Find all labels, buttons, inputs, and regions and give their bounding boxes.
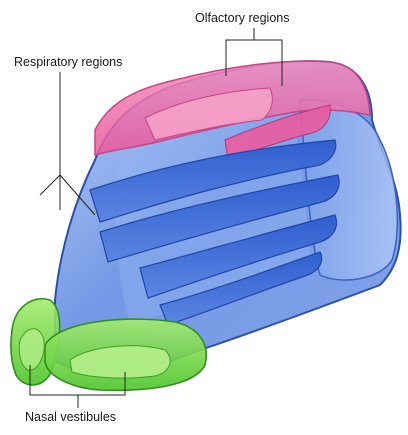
olfactory-regions-label: Olfactory regions xyxy=(195,11,289,25)
nasal-vestibules-label: Nasal vestibules xyxy=(25,410,116,424)
respiratory-regions-label: Respiratory regions xyxy=(14,55,122,69)
